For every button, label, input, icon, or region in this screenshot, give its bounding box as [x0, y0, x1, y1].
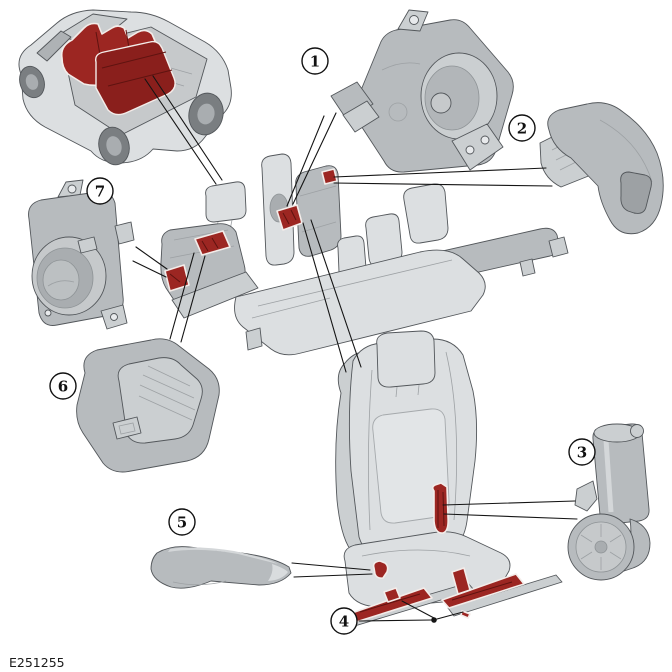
armrest-item-5 [150, 546, 292, 589]
callout-1: 1 [301, 47, 329, 75]
trim-handle-recess [620, 171, 652, 214]
callout-5: 5 [168, 508, 196, 536]
recliner-gear-motor-item-1 [330, 9, 514, 173]
highlighted-track-motor-right [451, 567, 471, 595]
figure-code: E251255 [9, 655, 65, 670]
highlighted-part-top-right [321, 168, 338, 185]
pad-button [112, 416, 142, 440]
vehicle-overview [18, 9, 232, 166]
highlighted-motor-centre [276, 204, 303, 231]
callout-2: 2 [508, 114, 536, 142]
highlighted-front-motor [372, 560, 389, 579]
seat-headrest [376, 330, 436, 388]
left-seat-base [171, 271, 259, 319]
front-seat [335, 330, 563, 629]
callout-7: 7 [86, 177, 114, 205]
seat-insert [372, 408, 450, 524]
seat-side-trim-item-2 [539, 102, 664, 235]
callout-4: 4 [330, 607, 358, 635]
highlighted-screw [460, 610, 471, 619]
highlighted-bracket-left-lower [164, 264, 190, 292]
left-headrest [205, 181, 247, 223]
highlighted-track-motor-left [383, 587, 401, 603]
third-row-bench-seat [234, 183, 569, 356]
motor-gear-housing [567, 513, 635, 581]
seat-switch-pack-item-7 [28, 179, 135, 330]
highlighted-seats-overview [60, 22, 176, 116]
callout-6: 6 [49, 372, 77, 400]
callout-6-number: 6 [58, 378, 68, 396]
truck-windshield [36, 30, 72, 62]
seat-motor-item-3 [567, 423, 651, 581]
motor-mount-plate [451, 123, 504, 171]
bench-cushion [234, 249, 486, 356]
highlighted-lumbar-motor [431, 482, 449, 534]
callout-3: 3 [568, 438, 596, 466]
callout-5-number: 5 [177, 514, 187, 532]
callout-4-number: 4 [339, 613, 349, 631]
pad-insert [117, 357, 203, 444]
rotary-knob [31, 236, 107, 316]
leader-junction-dot [431, 617, 437, 623]
callout-3-number: 3 [577, 444, 587, 462]
callout-2-number: 2 [517, 120, 527, 138]
second-row-seatbacks [160, 153, 342, 319]
leader-lines [132, 75, 578, 623]
armrest-pad-item-6 [76, 338, 220, 473]
callout-7-number: 7 [95, 183, 105, 201]
callout-1-number: 1 [310, 53, 320, 71]
motor-connector [330, 81, 374, 121]
bench-headrest [403, 183, 449, 244]
highlighted-motor-left-top [194, 230, 231, 256]
truck-wheels [19, 65, 224, 166]
